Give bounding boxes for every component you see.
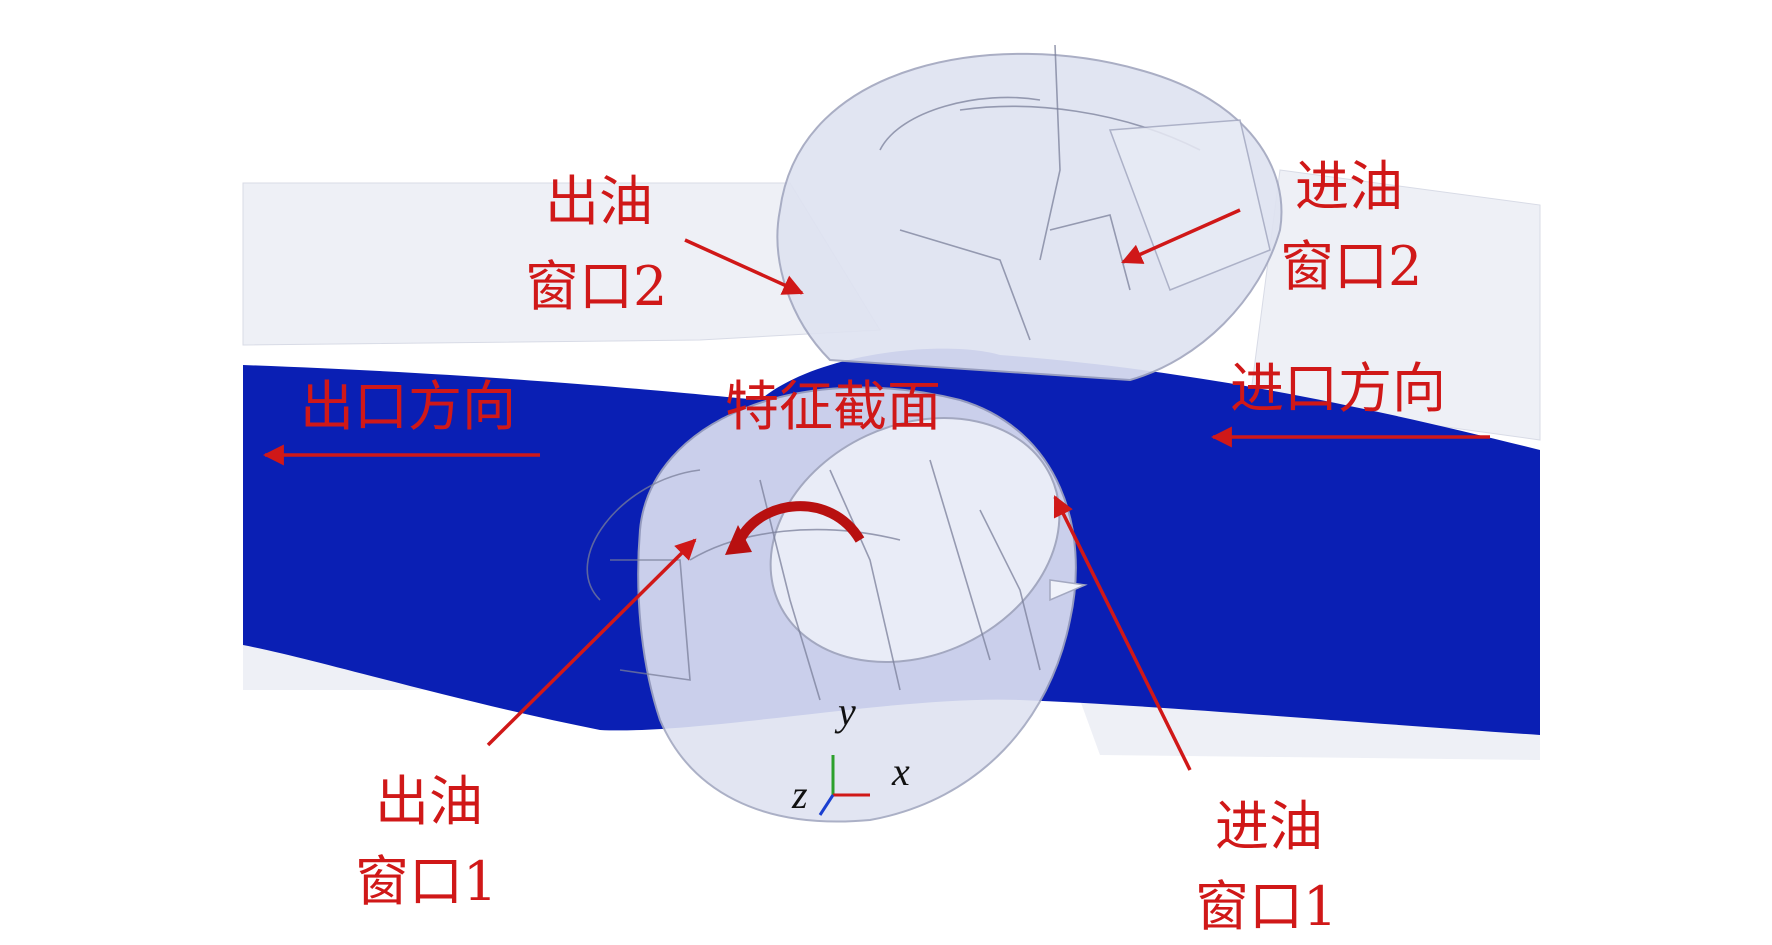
labels: 出油 窗口2 进油 窗口2 出口方向 进口方向 特征截面 出油 窗口1 进油 窗… [300,155,1446,938]
label-inlet-window-1-line1: 进油 [1215,795,1323,858]
label-outlet-direction: 出口方向 [300,375,516,438]
label-outlet-window-2-line1: 出油 [545,170,653,233]
pointer-arrows [262,208,1490,771]
arrow-outlet-window-2 [684,238,804,295]
label-inlet-window-1-line2: 窗口1 [1195,875,1337,938]
label-outlet-window-1-line1: 出油 [375,770,483,833]
arrow-outlet-window-1 [486,538,697,747]
label-outlet-window-1-line2: 窗口1 [355,850,497,913]
axis-x-label: x [891,749,910,794]
lower-cylinder [586,386,1088,823]
label-outlet-window-2-line2: 窗口2 [525,255,667,318]
axis-y-label: y [834,689,856,734]
label-inlet-direction: 进口方向 [1230,357,1446,420]
axis-triad: y x z [791,689,910,817]
label-feature-section: 特征截面 [725,375,941,438]
arrow-inlet-window-1 [1053,495,1192,771]
axis-z-label: z [791,772,808,817]
label-inlet-window-2-line1: 进油 [1295,155,1403,218]
label-inlet-window-2-line2: 窗口2 [1280,235,1422,298]
upper-cylinder [776,44,1283,382]
arrow-inlet-window-2 [1121,208,1241,264]
rotation-arrow [735,501,865,543]
